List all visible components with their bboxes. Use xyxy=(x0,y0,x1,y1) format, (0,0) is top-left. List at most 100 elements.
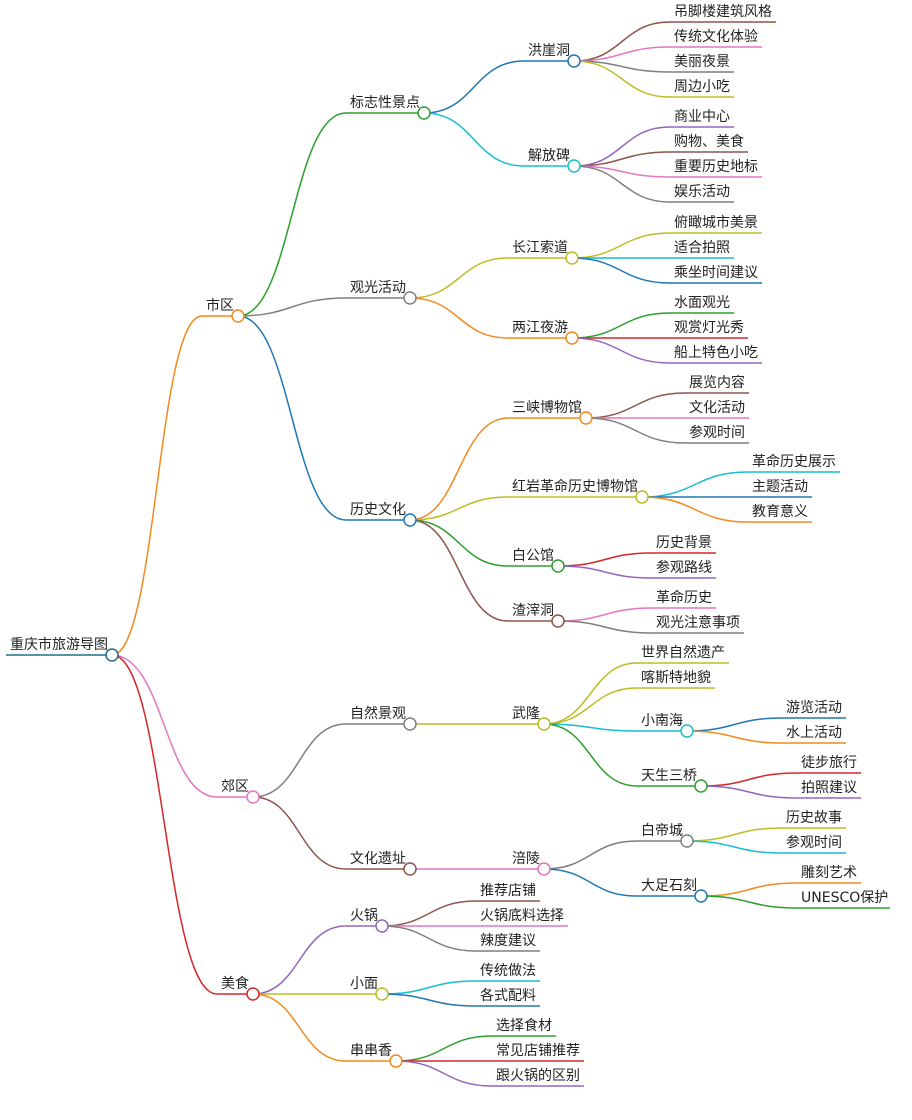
node-toggle-dot[interactable] xyxy=(694,779,708,793)
node-toggle-dot[interactable] xyxy=(403,291,417,305)
node-label: 三峡博物馆 xyxy=(512,399,582,416)
branch-connector xyxy=(573,46,671,62)
node-toggle-dot[interactable] xyxy=(403,717,417,731)
branch-connector xyxy=(700,882,798,897)
node-toggle-dot[interactable] xyxy=(680,724,694,738)
node-toggle-dot[interactable] xyxy=(403,513,417,527)
branch-connector xyxy=(700,895,798,909)
node-label: 辣度建议 xyxy=(480,933,536,949)
branch-connector xyxy=(237,112,347,317)
node-toggle-dot[interactable] xyxy=(389,1054,403,1068)
node-label: 参观时间 xyxy=(786,834,842,851)
branch-connector xyxy=(557,552,653,567)
branch-connector xyxy=(543,868,638,897)
node-label: 雕刻艺术 xyxy=(801,865,857,881)
node-toggle-dot[interactable] xyxy=(567,159,581,173)
branch-connector xyxy=(585,392,686,419)
node-label: 商业中心 xyxy=(674,109,730,125)
node-label: 市区 xyxy=(206,297,234,314)
node-label: 历史故事 xyxy=(786,810,842,826)
node-label: 观赏灯光秀 xyxy=(674,320,744,336)
node-label: 参观路线 xyxy=(656,559,712,576)
branch-connector xyxy=(573,21,671,62)
branch-connector xyxy=(543,662,638,725)
node-toggle-dot[interactable] xyxy=(417,106,431,120)
branch-connector xyxy=(543,723,638,732)
node-toggle-dot[interactable] xyxy=(105,648,119,662)
node-label: 乘坐时间建议 xyxy=(674,265,758,281)
node-label: 娱乐活动 xyxy=(674,184,730,200)
node-label: 渣滓洞 xyxy=(512,602,554,619)
node-toggle-dot[interactable] xyxy=(375,987,389,1001)
node-label: 自然景观 xyxy=(350,705,406,722)
node-toggle-dot[interactable] xyxy=(403,862,417,876)
node-label: 两江夜游 xyxy=(512,320,568,336)
node-label: 适合拍照 xyxy=(674,240,730,256)
node-toggle-dot[interactable] xyxy=(246,987,260,1001)
node-label: 船上特色小吃 xyxy=(674,344,758,361)
mind-map-underlines xyxy=(6,21,890,1087)
node-toggle-dot[interactable] xyxy=(231,309,245,323)
node-toggle-dot[interactable] xyxy=(537,717,551,731)
branch-connector xyxy=(423,112,525,167)
node-toggle-dot[interactable] xyxy=(375,919,389,933)
branch-connector xyxy=(409,496,509,521)
branch-connector xyxy=(573,151,671,167)
node-toggle-dot[interactable] xyxy=(635,490,649,504)
branch-connector xyxy=(111,654,218,995)
node-label: 俯瞰城市美景 xyxy=(674,214,758,231)
node-toggle-dot[interactable] xyxy=(680,834,694,848)
node-toggle-dot[interactable] xyxy=(565,251,579,265)
branch-connector xyxy=(557,620,653,634)
node-label: 重要历史地标 xyxy=(674,159,758,175)
branch-connector xyxy=(686,840,783,854)
branch-connector xyxy=(381,993,477,1007)
node-label: 美食 xyxy=(221,975,249,992)
branch-connector xyxy=(409,519,509,622)
branch-connector xyxy=(409,519,509,567)
node-toggle-dot[interactable] xyxy=(694,889,708,903)
node-toggle-dot[interactable] xyxy=(567,54,581,68)
branch-connector xyxy=(686,717,783,732)
node-label: 洪崖洞 xyxy=(528,43,570,59)
node-toggle-dot[interactable] xyxy=(579,411,593,425)
branch-connector xyxy=(686,827,783,842)
branch-connector xyxy=(585,417,686,444)
branch-connector xyxy=(252,723,347,798)
branch-connector xyxy=(571,257,671,284)
node-toggle-dot[interactable] xyxy=(565,331,579,345)
node-label: 游览活动 xyxy=(786,700,842,716)
branch-connector xyxy=(395,1060,493,1087)
node-label: 白公馆 xyxy=(512,548,554,564)
node-label: 小南海 xyxy=(641,713,683,729)
branch-connector xyxy=(409,297,509,339)
node-toggle-dot[interactable] xyxy=(537,862,551,876)
node-label: 解放碑 xyxy=(528,148,570,164)
node-label: 选择食材 xyxy=(496,1017,552,1034)
node-label: 跟火锅的区别 xyxy=(496,1068,580,1084)
node-label: 水面观光 xyxy=(674,295,730,311)
root-node-label: 重庆市旅游导图 xyxy=(10,636,108,653)
node-toggle-dot[interactable] xyxy=(246,790,260,804)
branch-connector xyxy=(700,785,798,799)
node-label: 红岩革命历史博物馆 xyxy=(512,478,638,495)
branch-connector xyxy=(641,496,749,523)
branch-connector xyxy=(571,232,671,259)
branch-connector xyxy=(700,772,798,787)
branch-connector xyxy=(395,1035,493,1062)
node-label: 周边小吃 xyxy=(674,79,730,95)
node-label: 郊区 xyxy=(221,778,249,795)
branch-connector xyxy=(381,925,477,952)
branch-connector xyxy=(237,315,347,521)
node-toggle-dot[interactable] xyxy=(551,559,565,573)
branch-connector xyxy=(641,471,749,498)
mind-map-labels: 重庆市旅游导图市区标志性景点洪崖洞吊脚楼建筑风格传统文化体验美丽夜景周边小吃解放… xyxy=(10,4,888,1084)
node-label: 推荐店铺 xyxy=(480,883,536,899)
branch-connector xyxy=(543,687,638,725)
branch-connector xyxy=(543,840,638,870)
node-label: 吊脚楼建筑风格 xyxy=(674,4,772,20)
node-toggle-dot[interactable] xyxy=(551,614,565,628)
branch-connector xyxy=(237,297,347,317)
branch-connector xyxy=(111,654,218,798)
branch-connector xyxy=(423,60,525,114)
